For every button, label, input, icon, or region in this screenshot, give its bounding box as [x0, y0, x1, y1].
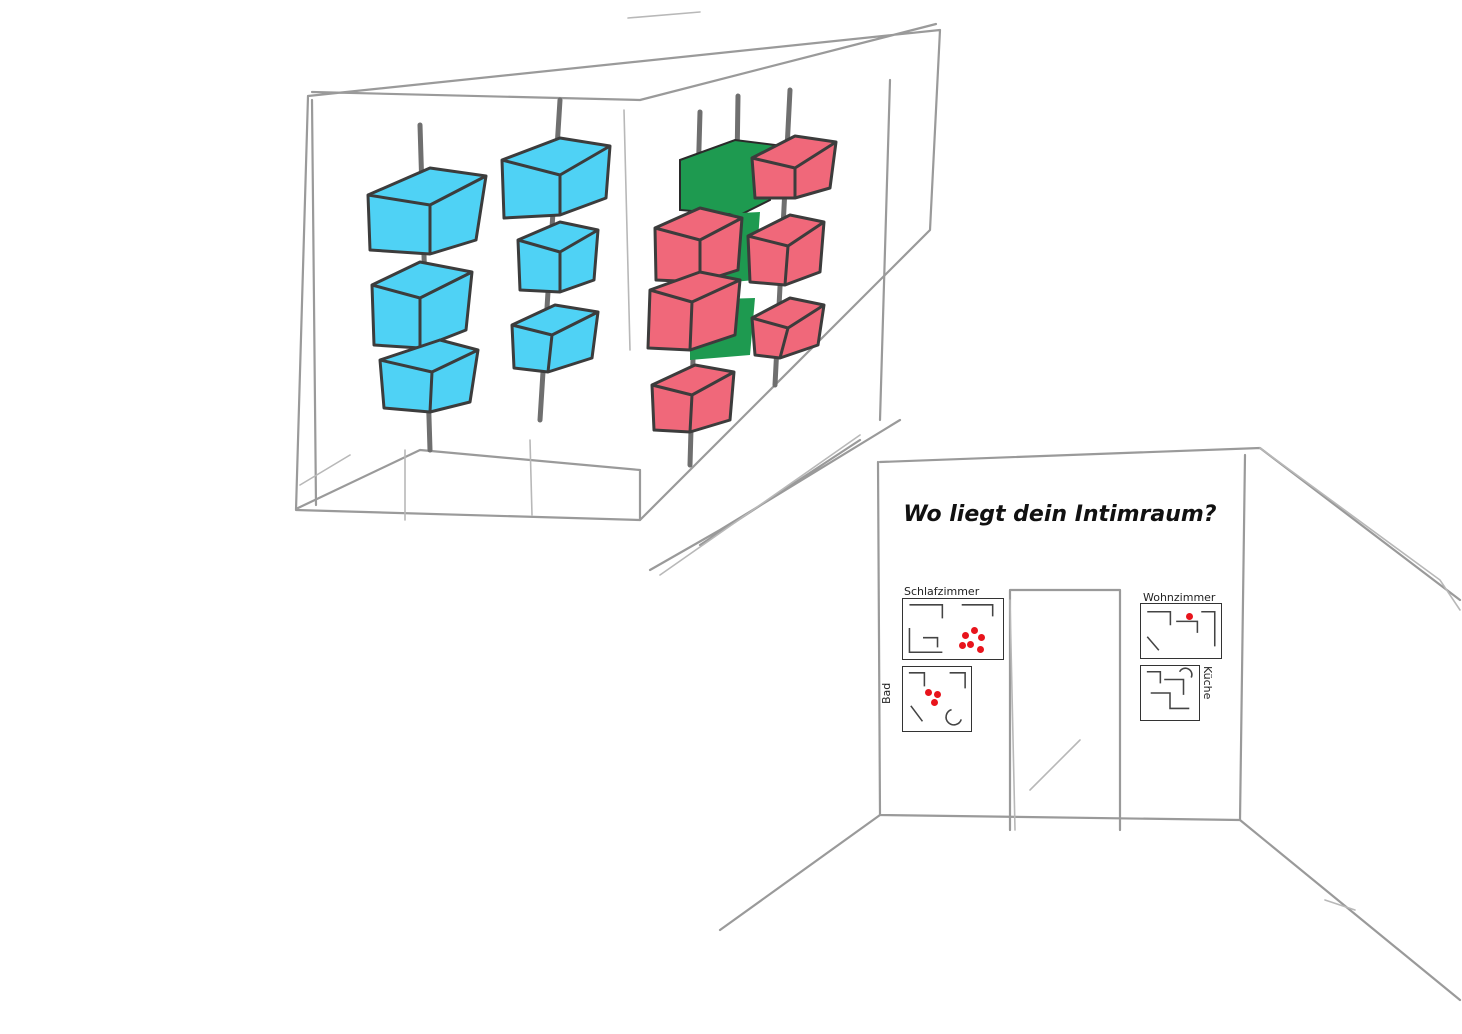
vote-dot — [959, 642, 966, 649]
right-room-frame — [720, 448, 1460, 1000]
vote-dot — [967, 641, 974, 648]
red-cube — [652, 365, 734, 432]
left-room-edge — [880, 80, 890, 420]
blue-cube — [372, 262, 472, 348]
red-cube — [752, 298, 824, 358]
floorplan-sketch — [1141, 604, 1221, 658]
vote-dot — [962, 632, 969, 639]
room-label-kueche: Küche — [1201, 666, 1214, 699]
vote-dot — [934, 691, 941, 698]
question-heading: Wo liegt dein Intimraum? — [880, 502, 1240, 527]
vote-dot — [931, 699, 938, 706]
vote-dot — [971, 627, 978, 634]
blue-cube — [512, 305, 598, 372]
vote-dot — [925, 689, 932, 696]
red-cube-column-1 — [648, 208, 742, 432]
red-cube-column-2 — [748, 136, 836, 358]
vote-dot — [978, 634, 985, 641]
vote-dot — [1186, 613, 1193, 620]
red-cube — [655, 208, 742, 282]
blue-cube — [518, 222, 598, 292]
floorplan-wohnzimmer — [1140, 603, 1222, 659]
vote-dot — [977, 646, 984, 653]
blue-cube-column-1 — [368, 168, 486, 412]
blue-cube — [368, 168, 486, 254]
red-cube — [748, 215, 824, 285]
floorplan-sketch — [1141, 666, 1199, 720]
floorplan-bad — [902, 666, 972, 732]
red-cube — [648, 272, 740, 350]
floorplan-sketch — [903, 667, 971, 731]
room-label-schlafzimmer: Schlafzimmer — [904, 585, 979, 598]
room-label-bad: Bad — [880, 683, 893, 704]
blue-cube — [502, 138, 610, 218]
floorplan-sketch — [903, 599, 1003, 659]
blue-cube-column-2 — [502, 138, 610, 372]
floorplan-kueche — [1140, 665, 1200, 721]
blue-cube — [380, 340, 478, 412]
floorplan-schlafzimmer — [902, 598, 1004, 660]
